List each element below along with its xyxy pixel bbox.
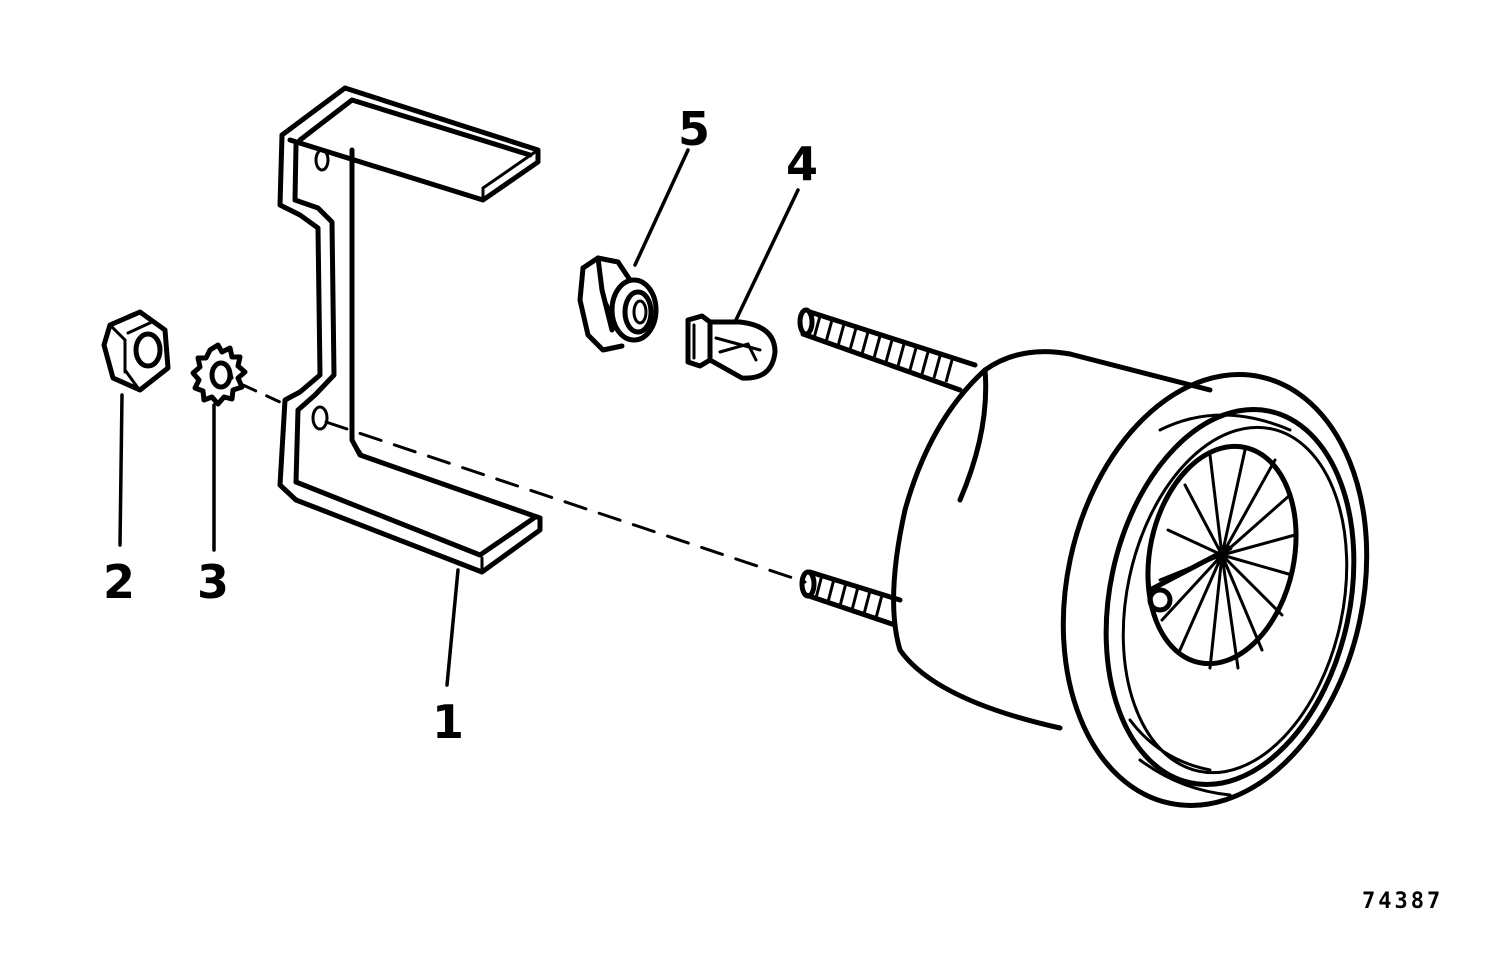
callout-part-3: 3 — [197, 555, 229, 609]
lock-washer — [190, 342, 248, 407]
callout-part-4: 4 — [786, 137, 818, 191]
figure-number: 74387 — [1362, 889, 1443, 914]
dial-face — [1147, 448, 1297, 670]
leader-part-5 — [633, 148, 690, 267]
callout-part-2: 2 — [103, 555, 135, 609]
leader-part-1 — [445, 568, 460, 687]
hex-nut — [101, 309, 171, 393]
leader-part-4 — [733, 188, 800, 324]
mounting-bracket — [277, 85, 543, 575]
callout-part-5: 5 — [678, 102, 710, 156]
upper-stud — [797, 307, 978, 393]
gauge-assembly — [797, 307, 1370, 808]
wedge-bulb — [685, 313, 778, 381]
callout-part-1: 1 — [432, 695, 464, 749]
bulb-socket — [577, 255, 659, 353]
lower-stud — [799, 569, 903, 628]
leader-part-2 — [118, 393, 124, 547]
